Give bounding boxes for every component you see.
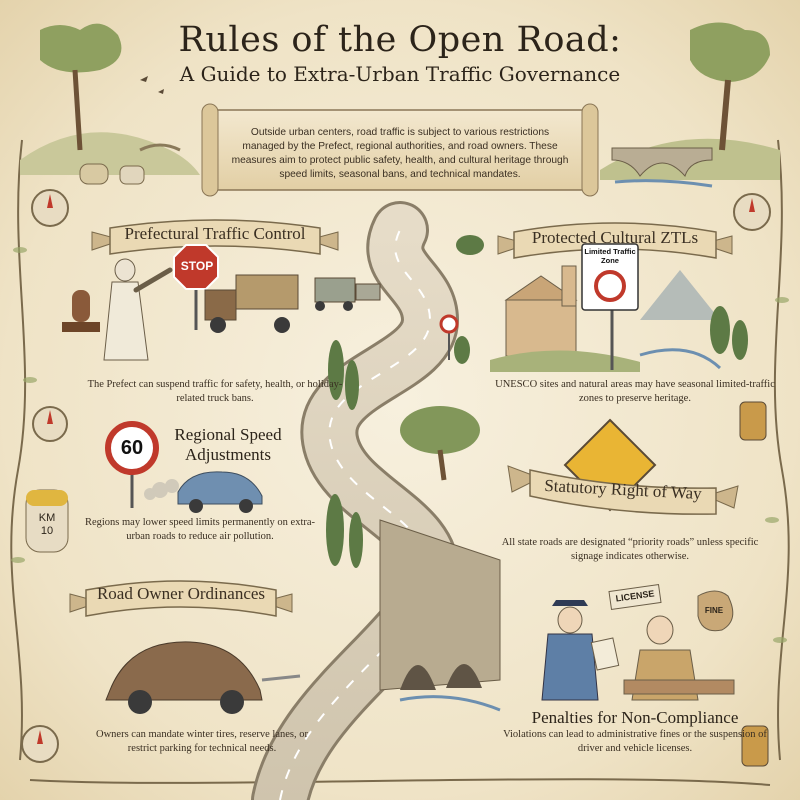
ztl-caption: UNESCO sites and natural areas may have …	[490, 378, 780, 406]
stop-sign-label: STOP	[177, 259, 217, 273]
priority-caption: All state roads are designated “priority…	[490, 536, 770, 564]
page-title: Rules of the Open Road:	[0, 20, 800, 60]
road-tree	[400, 406, 480, 480]
intro-text: Outside urban centers, road traffic is s…	[230, 126, 570, 182]
truck-convoy	[205, 275, 380, 333]
owner-caption: Owners can mandate winter tires, reserve…	[82, 728, 322, 756]
milestone-km: KM	[26, 512, 68, 525]
speed-caption: Regions may lower speed limits permanent…	[80, 516, 320, 544]
ztl-sign-label: Limited Traffic Zone	[584, 247, 636, 265]
prefect-caption: The Prefect can suspend traffic for safe…	[80, 378, 350, 406]
ztl-mountains	[640, 270, 748, 368]
speed-sign-label: 60	[110, 437, 154, 459]
prefect-heading: Prefectural Traffic Control	[110, 224, 320, 244]
exhaust-cloud	[144, 479, 179, 500]
penalties-heading: Penalties for Non-Compliance	[500, 708, 770, 728]
rubber-stamp	[62, 290, 100, 332]
police-officer	[542, 600, 619, 700]
fine-label: FINE	[700, 606, 728, 616]
speed-heading: Regional Speed Adjustments	[168, 425, 288, 465]
ztl-heading: Protected Cultural ZTLs	[514, 228, 716, 248]
prefect-figure	[104, 259, 170, 360]
milestone-number: 10	[26, 525, 68, 538]
owner-heading: Road Owner Ordinances	[86, 584, 276, 604]
stone-aqueduct	[380, 520, 500, 710]
penalties-caption: Violations can lead to administrative fi…	[500, 728, 770, 756]
page-subtitle: A Guide to Extra-Urban Traffic Governanc…	[0, 62, 800, 86]
blue-car	[178, 472, 262, 513]
vintage-car	[106, 642, 300, 714]
compass-left	[22, 190, 68, 762]
